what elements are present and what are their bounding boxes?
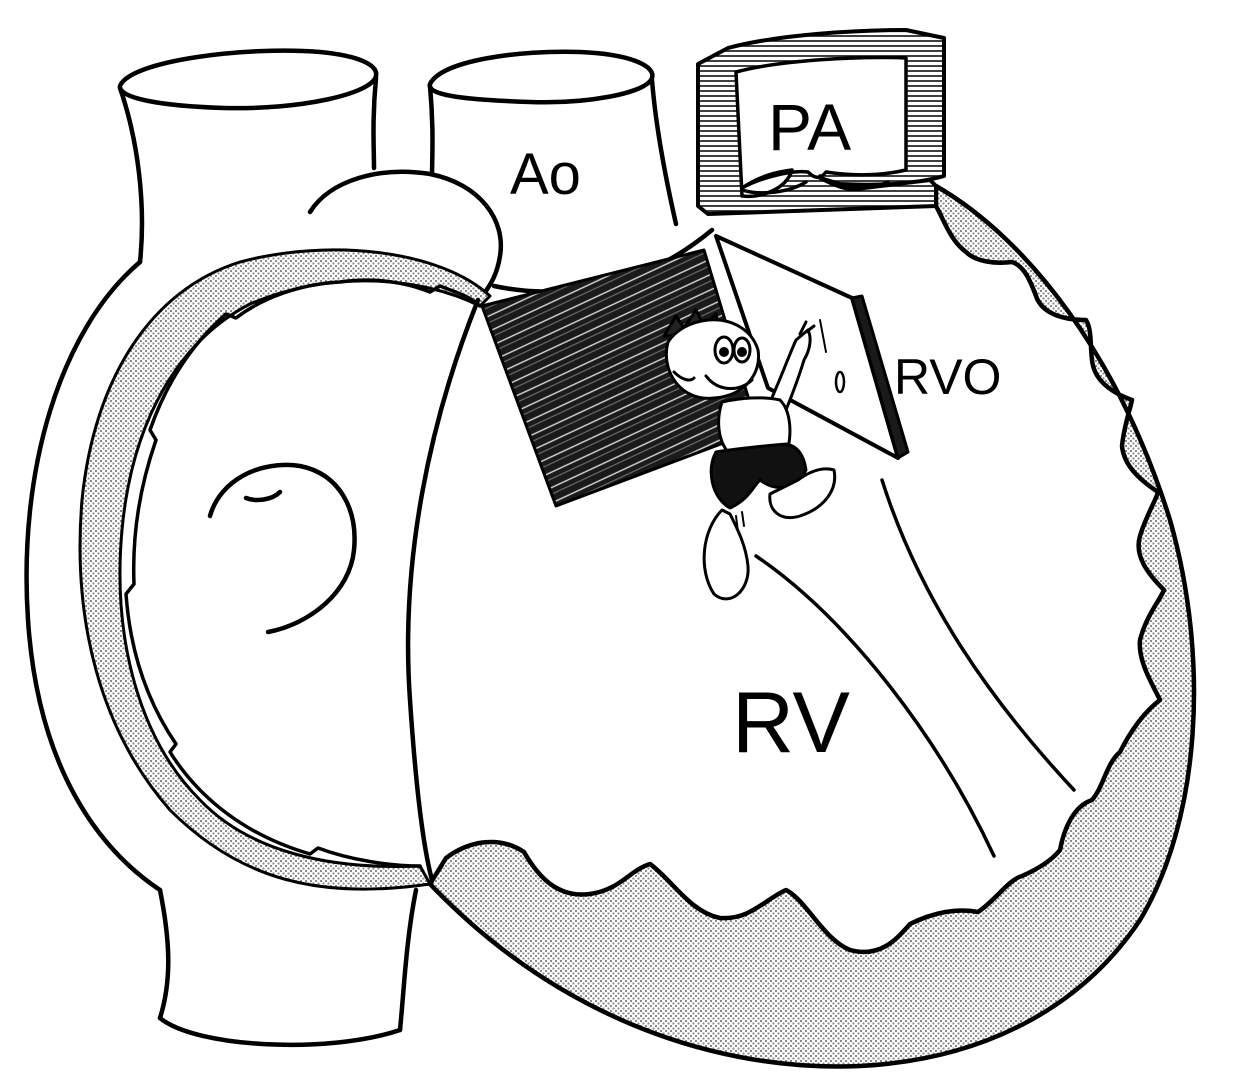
septal-boundary: [408, 300, 478, 880]
fossa-ovalis: [210, 465, 355, 632]
inferior-vena-cava: [160, 890, 416, 1045]
rvo-muscle-bands: [756, 480, 1074, 856]
right-atrial-wall: [80, 250, 490, 889]
superior-vena-cava: [120, 51, 376, 262]
label-aorta: Ao: [510, 142, 581, 207]
label-pulmonary-artery: PA: [768, 90, 851, 164]
label-right-ventricle: RV: [732, 675, 850, 771]
label-right-ventricular-outflow: RVO: [894, 349, 1001, 405]
